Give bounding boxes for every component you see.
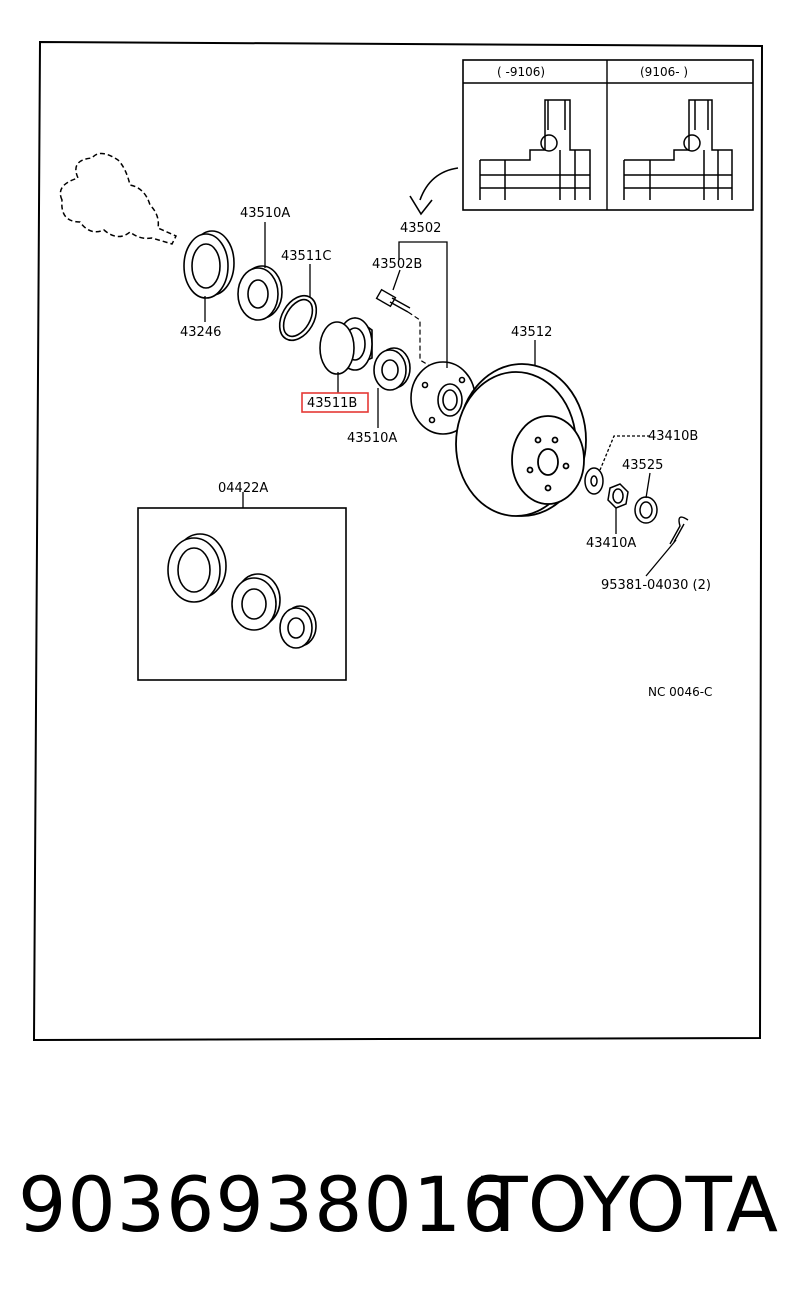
bearing-43510A-inner: [373, 347, 411, 391]
label-43246: 43246: [180, 325, 221, 340]
label-95381: 95381-04030 (2): [601, 578, 711, 593]
bearing-43510A-outer: [237, 265, 283, 321]
washer-43410B: [584, 467, 604, 495]
figure-code: NC 0046-C: [648, 685, 712, 699]
oil-seal-43246: [183, 230, 235, 299]
highlight-box-43511B: [301, 392, 369, 413]
parts-diagram: ( -9106) (9106- ): [32, 40, 764, 1042]
disc-rotor-43512: [455, 363, 587, 517]
label-43511C: 43511C: [281, 249, 331, 264]
label-43502B: 43502B: [372, 257, 422, 272]
bolt-dash-line: [407, 311, 431, 367]
label-43512: 43512: [511, 325, 552, 340]
lock-cap-43525: [634, 496, 658, 524]
brand-name: TOYOTA: [481, 1160, 778, 1249]
nut-43410A: [607, 483, 629, 509]
inset-left-header: ( -9106): [497, 65, 545, 79]
kit-box-04422A: [137, 507, 347, 681]
leader-lines: [204, 222, 677, 577]
bearing-43511B: [319, 317, 373, 375]
label-43410A: 43410A: [586, 536, 636, 551]
label-43502: 43502: [400, 221, 441, 236]
label-43525: 43525: [622, 458, 663, 473]
inset-arrow-head: [409, 195, 433, 216]
label-04422A: 04422A: [218, 481, 268, 496]
knuckle-old-sketch: [479, 99, 591, 200]
part-number: 9036938016: [18, 1160, 512, 1249]
inset-arrow: [419, 167, 459, 201]
label-43511B: 43511B: [307, 396, 357, 411]
drive-shaft-cloud: [59, 152, 178, 245]
label-43410B: 43410B: [648, 429, 698, 444]
callouts: 43510A 43511C 43246 43502 43502B 43511B …: [180, 206, 711, 593]
footer: 9036938016 TOYOTA: [0, 1150, 792, 1260]
diagram-frame: [32, 40, 764, 1042]
label-43510A-top: 43510A: [240, 206, 290, 221]
version-inset: ( -9106) (9106- ): [462, 59, 754, 211]
hub-bolt-43502B: [375, 288, 411, 313]
inset-right-header: (9106- ): [640, 65, 688, 79]
knuckle-new-sketch: [623, 99, 733, 200]
cotter-pin: [669, 516, 689, 545]
label-43510A-bottom: 43510A: [347, 431, 397, 446]
